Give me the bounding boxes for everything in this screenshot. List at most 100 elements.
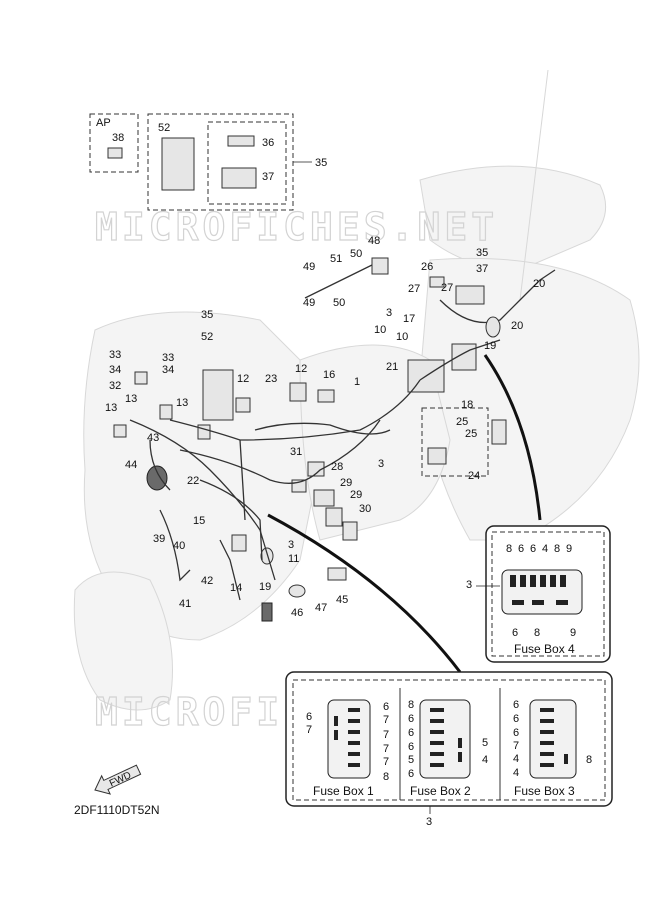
callout-13-upper: 13 <box>125 393 137 405</box>
callout-25-lower: 25 <box>465 428 477 440</box>
callout-40: 40 <box>173 540 185 552</box>
fuse-box-1-right-4: 7 <box>383 743 389 755</box>
callout-34-left: 34 <box>109 364 121 376</box>
callout-37-upper: 37 <box>476 263 488 275</box>
fuse-box-3-left-6: 4 <box>513 767 519 779</box>
fuse-box-1-left-1: 6 <box>306 711 312 723</box>
callout-3-lower: 3 <box>288 539 294 551</box>
fuse-box-1-right-2: 7 <box>383 714 389 726</box>
fuse-box-3-label: Fuse Box 3 <box>514 784 575 798</box>
motorcycle-silhouette <box>73 69 640 711</box>
front-parts <box>113 369 358 622</box>
callout-28: 28 <box>331 461 343 473</box>
watermark-top: MICROFICHES.NET <box>95 205 498 249</box>
fuse-box-2: 8 6 6 6 5 6 5 4 Fuse Box 2 <box>408 699 488 798</box>
fuse-box-1-right-3: 7 <box>383 729 389 741</box>
callout-29-upper: 29 <box>340 477 352 489</box>
callout-20-lower: 20 <box>511 320 523 332</box>
callout-26: 26 <box>421 261 433 273</box>
callout-48: 48 <box>368 235 380 247</box>
callout-22: 22 <box>187 475 199 487</box>
callout-35-upper: 35 <box>476 247 488 259</box>
fwd-arrow: FWD <box>94 764 142 795</box>
callout-27-left: 27 <box>408 283 420 295</box>
callout-49-upper: 49 <box>303 261 315 273</box>
fuse-box-3-left-1: 6 <box>513 699 519 711</box>
fuse-box-2-right-2: 4 <box>482 754 488 766</box>
callout-34-right: 34 <box>162 364 174 376</box>
callout-37-inset: 37 <box>262 171 274 183</box>
fuse-box-1: 6 7 6 7 7 7 7 8 Fuse Box 1 <box>306 699 389 798</box>
fuse-box-2-left-6: 6 <box>408 768 414 780</box>
fuse-box-2-left-5: 5 <box>408 754 414 766</box>
fuse-box-4-top-5: 8 <box>554 543 560 555</box>
callout-1: 1 <box>354 376 360 388</box>
fuse-box-2-left-3: 6 <box>408 727 414 739</box>
fuse-box-1-left-2: 7 <box>306 724 312 736</box>
callout-10-left: 10 <box>374 324 386 336</box>
fuse-box-4-label: Fuse Box 4 <box>514 642 575 656</box>
callout-42: 42 <box>201 575 213 587</box>
callout-49-lower: 49 <box>303 297 315 309</box>
callout-46: 46 <box>291 607 303 619</box>
fuse-box-4-bottom-2: 8 <box>534 627 540 639</box>
callout-25-upper: 25 <box>456 416 468 428</box>
callout-47: 47 <box>315 602 327 614</box>
callout-17: 17 <box>403 313 415 325</box>
callout-27-right: 27 <box>441 282 453 294</box>
fuse-box-4-top-3: 6 <box>530 543 536 555</box>
diagram-code: 2DF1110DT52N <box>74 803 160 817</box>
fuse-box-4-inset: 3 8 6 6 4 8 9 6 8 9 Fuse Box 4 <box>466 525 611 663</box>
callout-51: 51 <box>330 253 342 265</box>
callout-14: 14 <box>230 582 242 594</box>
fuse-box-1-right-5: 7 <box>383 756 389 768</box>
fuse-box-2-left-4: 6 <box>408 741 414 753</box>
fuse-box-4-top-2: 6 <box>518 543 524 555</box>
fuse-box-3-left-2: 6 <box>513 713 519 725</box>
callout-3-fuse-box-4: 3 <box>466 579 472 591</box>
callout-3-rear: 3 <box>386 307 392 319</box>
callout-12-left: 12 <box>237 373 249 385</box>
callout-39: 39 <box>153 533 165 545</box>
callout-41: 41 <box>179 598 191 610</box>
callout-3-fuse-boxes: 3 <box>426 816 432 828</box>
callout-24: 24 <box>468 470 480 482</box>
callout-13-right: 13 <box>176 397 188 409</box>
callout-labels: 48 49 51 50 49 50 35 37 26 27 27 20 20 1… <box>105 235 545 619</box>
fuse-box-3: 6 6 6 7 4 4 8 Fuse Box 3 <box>513 699 592 798</box>
callout-50-lower: 50 <box>333 297 345 309</box>
ecu-inset: 52 36 37 35 <box>147 113 327 211</box>
pointer-fuse-box-4 <box>483 354 542 521</box>
callout-11: 11 <box>288 553 299 565</box>
ap-label: AP <box>96 117 111 129</box>
callout-43: 43 <box>147 432 159 444</box>
pointer-fuse-boxes-1-3 <box>267 513 462 673</box>
fuse-box-4-top-6: 9 <box>566 543 572 555</box>
callout-33-right: 33 <box>162 352 174 364</box>
callout-21: 21 <box>386 361 398 373</box>
callout-19-rear: 19 <box>484 340 496 352</box>
callout-31: 31 <box>290 446 302 458</box>
fuse-box-2-right-1: 5 <box>482 737 488 749</box>
main-harness <box>129 339 501 601</box>
fuse-box-3-left-5: 4 <box>513 753 519 765</box>
callout-15: 15 <box>193 515 205 527</box>
callout-44: 44 <box>125 459 137 471</box>
callout-10-right: 10 <box>396 331 408 343</box>
callout-45: 45 <box>336 594 348 606</box>
fuse-box-4-top-labels: 8 6 6 4 8 9 <box>506 543 572 555</box>
callout-52-inset: 52 <box>158 122 170 134</box>
fuse-box-2-label: Fuse Box 2 <box>410 784 471 798</box>
callout-20-upper: 20 <box>533 278 545 290</box>
callout-32: 32 <box>109 380 121 392</box>
callout-19-front: 19 <box>259 581 271 593</box>
fuse-box-3-left-4: 7 <box>513 740 519 752</box>
fuse-box-1-label: Fuse Box 1 <box>313 784 374 798</box>
callout-30: 30 <box>359 503 371 515</box>
callout-50-upper: 50 <box>350 248 362 260</box>
fuse-box-1-right-1: 6 <box>383 701 389 713</box>
callout-35-front: 35 <box>201 309 213 321</box>
callout-38: 38 <box>112 132 124 144</box>
fuse-box-4-slots <box>510 575 568 605</box>
